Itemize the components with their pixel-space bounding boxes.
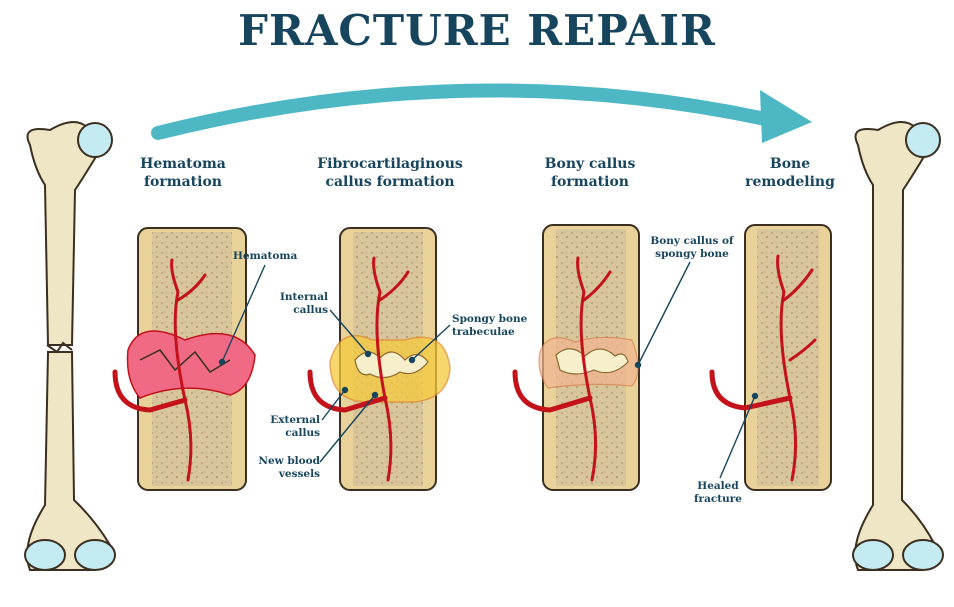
callout-line: fracture [694,493,742,505]
callout-line: Internal [279,291,328,303]
callout-line: trabeculae [452,326,515,338]
stage-label-fibrocartilage: Fibrocartilaginous callus formation [300,155,480,191]
stage-label-line: Bone [769,156,811,172]
callout-line: Healed [697,480,739,492]
stage-fibrocartilage-bone [307,227,451,491]
stage-label-hematoma: Hematoma formation [118,155,248,191]
callout-leader-lines [218,261,759,479]
callout-line: External [270,414,320,426]
stage-label-line: remodeling [745,174,835,190]
stage-label-line: formation [144,174,222,190]
stage-label-line: callus formation [325,174,455,190]
fractured-femur [24,121,116,571]
callout-hematoma: Hematoma [233,250,298,262]
stage-label-line: Fibrocartilaginous [317,156,463,172]
callout-external-callus: External callus [250,414,320,440]
callout-line: vessels [278,468,320,480]
stage-remodeling-bone [709,224,832,491]
callout-new-blood-vessels: New blood vessels [250,455,320,481]
callout-line: Bony callus of [650,235,734,247]
stage-bony-callus-bone [512,224,640,491]
stage-label-line: formation [551,174,629,190]
callout-spongy-trabeculae: Spongy bone trabeculae [452,313,527,339]
stage-label-remodeling: Bone remodeling [725,155,855,191]
stage-label-line: Hematoma [140,156,226,172]
callout-line: New blood [258,455,320,467]
callout-line: callus [293,304,328,316]
progression-arrow [151,83,812,143]
healed-femur [852,121,944,571]
page-title: FRACTURE REPAIR [238,6,716,55]
stage-hematoma-bone [112,227,256,491]
callout-bony-callus: Bony callus of spongy bone [642,235,742,261]
stage-label-line: Bony callus [544,156,636,172]
stage-label-bony-callus: Bony callus formation [520,155,660,191]
callout-internal-callus: Internal callus [262,291,328,317]
callout-line: Spongy bone [452,313,528,325]
callout-line: callus [285,427,320,439]
callout-line: spongy bone [655,248,729,260]
callout-healed-fracture: Healed fracture [688,480,748,506]
